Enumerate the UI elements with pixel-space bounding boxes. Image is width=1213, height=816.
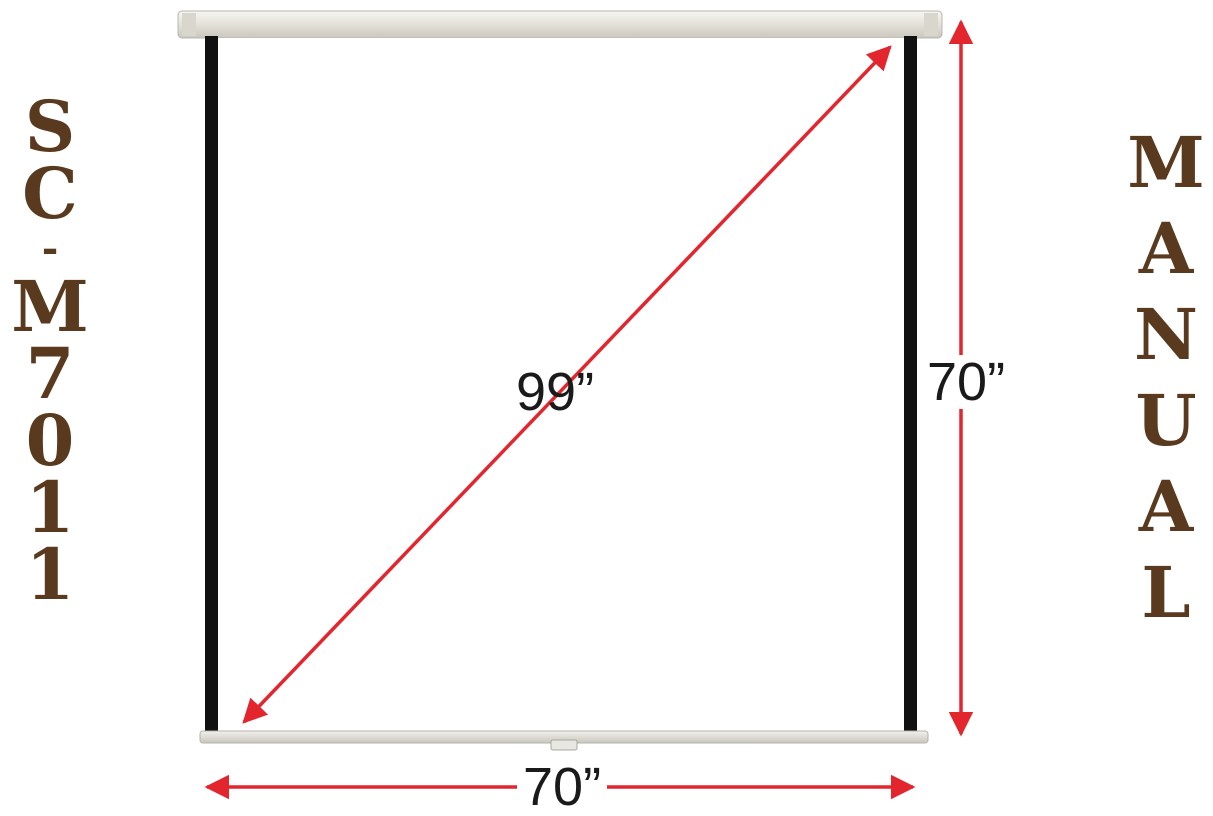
model-char: 7 <box>25 332 75 415</box>
screen-top-housing <box>177 10 943 39</box>
model-number-vertical: S C - M 7 0 1 1 <box>0 85 100 616</box>
type-char: L <box>1141 551 1191 634</box>
diagonal-size-label: 99” <box>516 362 595 422</box>
type-char: M <box>1127 121 1205 204</box>
type-char: A <box>1138 207 1194 290</box>
screen-bottom-bar <box>199 730 929 751</box>
model-char: - <box>41 225 59 272</box>
model-char: 1 <box>25 466 75 549</box>
model-char: S <box>24 85 76 168</box>
model-char: C <box>22 152 78 235</box>
model-char: 0 <box>25 399 75 482</box>
screen-right-rail <box>904 36 917 736</box>
height-size-label: 70” <box>925 352 1008 412</box>
type-char: U <box>1135 379 1197 462</box>
type-char: N <box>1134 293 1198 376</box>
screen-type-vertical: M A N U A L <box>1120 128 1212 644</box>
type-char: A <box>1138 465 1194 548</box>
diagonal-double-arrow-icon <box>242 45 892 724</box>
screen-left-rail <box>205 36 218 736</box>
width-size-label: 70” <box>517 760 608 814</box>
pull-handle <box>550 739 578 751</box>
model-char: M <box>11 265 89 348</box>
model-char: 1 <box>25 533 75 616</box>
